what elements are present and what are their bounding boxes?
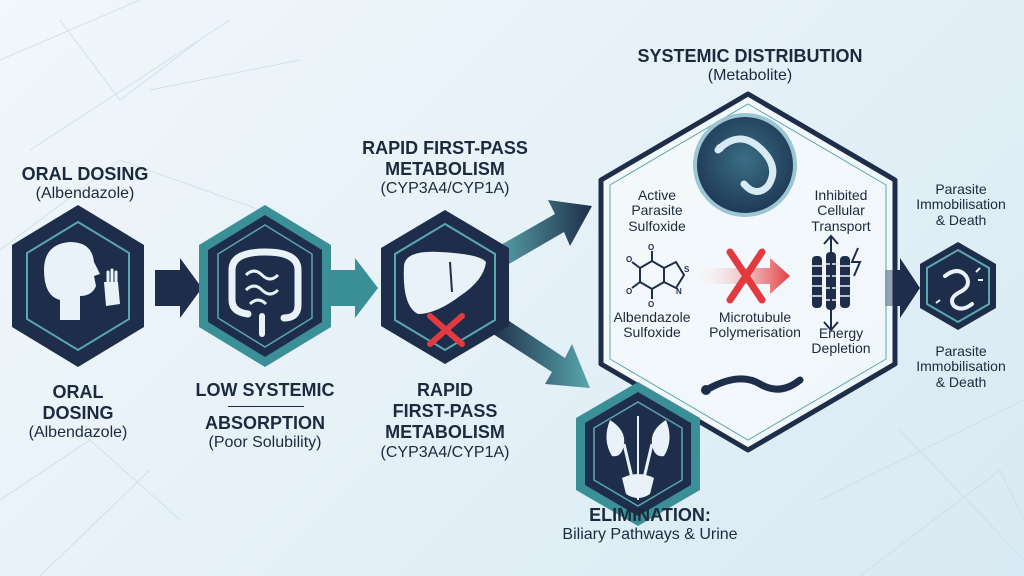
outcome-bottom-line-3: & Death (935, 373, 987, 390)
oral-bottom-title-2: DOSING (42, 403, 114, 424)
outcome-top-line-3: & Death (935, 211, 987, 228)
metabolism-bottom-sub: (CYP3A4/CYP1A) (380, 443, 510, 461)
oral-dosing-icon (40, 240, 122, 324)
svg-text:S: S (684, 265, 690, 274)
elimination-label: ELIMINATION: Biliary Pathways & Urine (520, 505, 780, 545)
liver-icon (402, 250, 488, 346)
elimination-sub: Biliary Pathways & Urine (562, 526, 738, 544)
kidney-bladder-icon (600, 416, 676, 502)
energy-line-2: Depletion (811, 340, 871, 357)
compound-label: Albendazole Sulfoxide (604, 309, 700, 341)
hex-absorption (199, 205, 331, 367)
oral-top-label: ORAL DOSING (Albendazole) (0, 164, 170, 204)
hex-elimination (576, 382, 700, 526)
arrow-absorption-to-liver (330, 258, 378, 318)
outcome-top-line-2: Immobilisation (916, 196, 1006, 213)
outcome-top-label: Parasite Immobilisation & Death (908, 181, 1014, 228)
oral-bottom-title-1: ORAL (52, 382, 104, 402)
oral-top-title: ORAL DOSING (21, 164, 149, 184)
parasite-cell-icon (695, 115, 795, 215)
arrow-oral-to-absorption (155, 258, 202, 318)
active-line-2: Parasite (631, 202, 683, 219)
metabolism-bottom-title-1: RAPID (416, 380, 473, 400)
microtubule-line-2: Polymerisation (709, 324, 801, 341)
compound-line-2: Sulfoxide (623, 324, 681, 341)
elimination-title: ELIMINATION: (589, 505, 711, 525)
absorption-title-1: LOW SYSTEMIC (195, 380, 335, 400)
outcome-bottom-line-1: Parasite (935, 343, 987, 359)
svg-text:O: O (626, 287, 632, 296)
inhibited-line-1: Inhibited (814, 187, 868, 203)
absorption-divider (228, 406, 304, 407)
outcome-bottom-line-2: Immobilisation (916, 358, 1006, 375)
metabolism-bottom-title-2: FIRST-PASS (392, 401, 498, 422)
svg-text:O: O (626, 255, 632, 264)
hex-outcome (920, 242, 996, 330)
arrow-liver-to-distribution (492, 200, 592, 268)
energy-line-1: Energy (818, 325, 864, 341)
metabolism-top-title-1: RAPID FIRST-PASS (362, 138, 528, 158)
arrow-liver-to-elimination (490, 315, 590, 388)
metabolism-bottom-title-3: METABOLISM (385, 422, 505, 443)
hex-oral-dosing (12, 205, 144, 367)
intestine-icon (228, 250, 302, 336)
oral-bottom-label: ORAL DOSING (Albendazole) (0, 382, 156, 443)
hex-liver (381, 210, 509, 364)
inhibited-transport-label: Inhibited Cellular Transport (796, 187, 886, 234)
oral-top-sub: (Albendazole) (35, 185, 135, 203)
svg-text:O: O (648, 243, 654, 252)
metabolism-bottom-label: RAPID FIRST-PASS METABOLISM (CYP3A4/CYP1… (358, 380, 532, 463)
oral-bottom-sub: (Albendazole) (28, 424, 128, 442)
microtubule-line-1: Microtubule (718, 309, 792, 325)
active-sulfoxide-label: Active Parasite Sulfoxide (614, 187, 700, 234)
metabolism-top-title-2: METABOLISM (385, 159, 505, 180)
absorption-sub: (Poor Solubility) (208, 434, 322, 452)
metabolism-top-sub: (CYP3A4/CYP1A) (380, 180, 510, 198)
inhibited-line-2: Cellular (817, 202, 865, 219)
absorption-title-2: ABSORPTION (204, 413, 325, 434)
inhibited-line-3: Transport (811, 217, 871, 234)
outcome-bottom-label: Parasite Immobilisation & Death (908, 343, 1014, 390)
compound-line-1: Albendazole (613, 309, 691, 325)
microtubule-label: Microtubule Polymerisation (700, 309, 810, 341)
svg-text:N: N (676, 287, 682, 296)
outcome-top-line-1: Parasite (935, 181, 987, 197)
distribution-sub: (Metabolite) (707, 67, 793, 85)
energy-depletion-label: Energy Depletion (796, 325, 886, 357)
distribution-label: SYSTEMIC DISTRIBUTION (Metabolite) (600, 46, 900, 86)
active-line-1: Active (637, 187, 677, 203)
svg-text:O: O (648, 300, 654, 309)
metabolism-top-label: RAPID FIRST-PASS METABOLISM (CYP3A4/CYP1… (352, 138, 538, 199)
distribution-title: SYSTEMIC DISTRIBUTION (637, 46, 863, 66)
active-line-3: Sulfoxide (628, 217, 686, 234)
absorption-label: LOW SYSTEMIC ABSORPTION (Poor Solubility… (180, 380, 350, 453)
hex-distribution: O O O O S N (598, 91, 898, 453)
dead-worm-icon (936, 262, 982, 312)
